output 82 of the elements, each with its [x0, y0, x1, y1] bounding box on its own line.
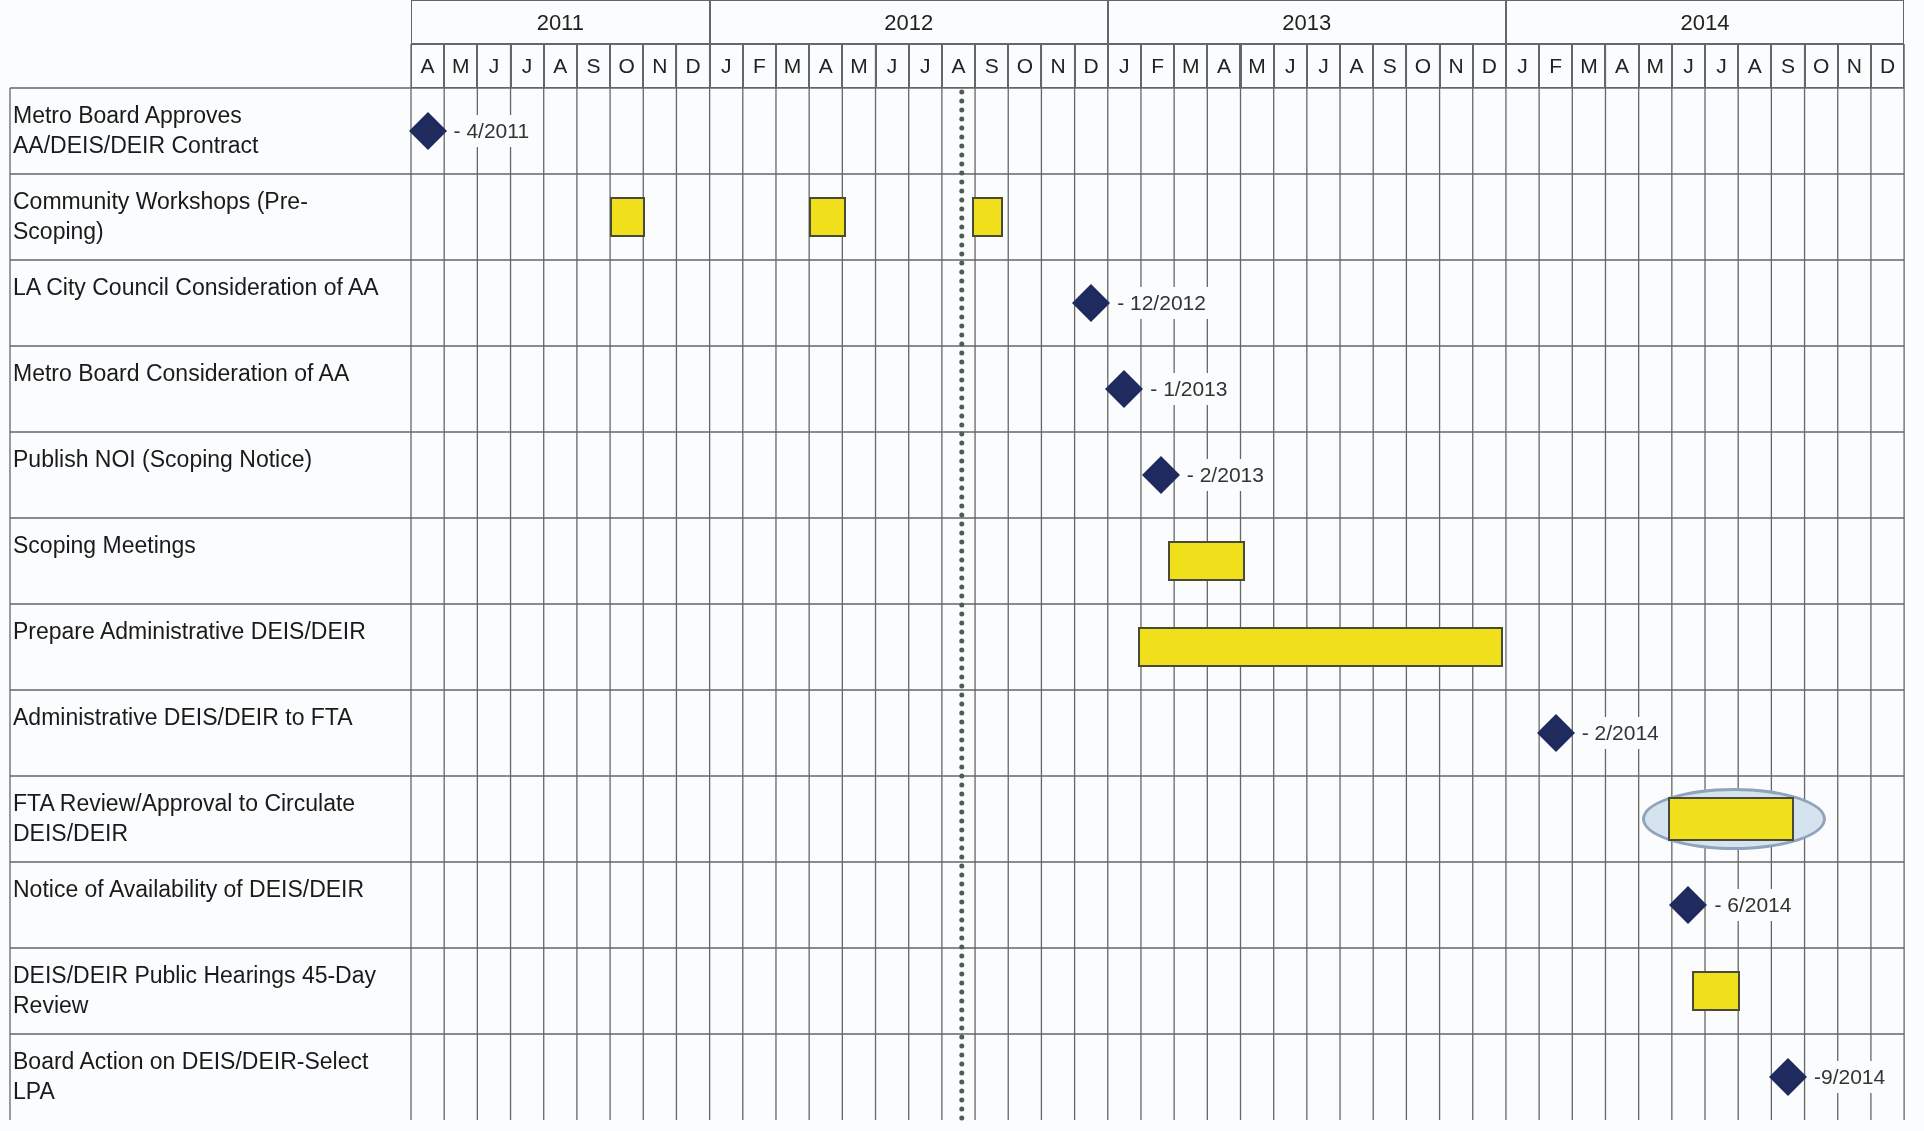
task-bar — [971, 197, 1004, 237]
month-header: J — [510, 44, 544, 88]
month-header: O — [1804, 44, 1838, 88]
month-header: S — [1373, 44, 1407, 88]
month-header: D — [676, 44, 710, 88]
milestone-date: - 2/2014 — [1579, 717, 1661, 749]
month-header: M — [1240, 44, 1274, 88]
month-header: M — [1174, 44, 1208, 88]
task-bar — [1167, 541, 1246, 581]
milestone-date: -9/2014 — [1811, 1061, 1888, 1093]
month-header: J — [1505, 44, 1540, 88]
task-bar — [1691, 971, 1740, 1011]
month-header: O — [610, 44, 644, 88]
milestone-diamond — [1767, 1057, 1808, 1097]
task-name: Metro Board Consideration of AA — [12, 359, 351, 388]
month-header: S — [975, 44, 1009, 88]
month-header: J — [875, 44, 909, 88]
milestone-date: - 1/2013 — [1148, 373, 1230, 405]
milestone-diamond — [407, 111, 448, 151]
milestone-date: - 2/2013 — [1184, 459, 1266, 491]
month-header: A — [411, 44, 445, 88]
year-header: 2011 — [411, 0, 710, 44]
month-header: N — [643, 44, 677, 88]
month-header: M — [842, 44, 876, 88]
task-name: Publish NOI (Scoping Notice) — [12, 445, 314, 474]
month-header: A — [543, 44, 577, 88]
milestone-diamond — [1071, 283, 1112, 323]
month-header: M — [1572, 44, 1606, 88]
month-header: M — [775, 44, 810, 88]
task-name: DEIS/DEIR Public Hearings 45-Day Review — [12, 961, 378, 1020]
month-header: S — [1771, 44, 1805, 88]
milestone-diamond — [1140, 455, 1181, 495]
month-header: J — [908, 44, 942, 88]
task-name: Prepare Administrative DEIS/DEIR — [12, 617, 367, 646]
month-header: N — [1041, 44, 1075, 88]
task-name: LA City Council Consideration of AA — [12, 273, 380, 302]
task-name: Notice of Availability of DEIS/DEIR — [12, 875, 366, 904]
month-header: J — [1273, 44, 1307, 88]
milestone-date: - 6/2014 — [1712, 889, 1794, 921]
task-name: Board Action on DEIS/DEIR-Select LPA — [12, 1047, 370, 1106]
month-header: D — [1870, 44, 1905, 88]
year-header: 2012 — [709, 0, 1108, 44]
month-header: N — [1837, 44, 1871, 88]
month-header: A — [1207, 44, 1241, 88]
task-bar — [1667, 797, 1794, 841]
month-header: J — [1671, 44, 1705, 88]
milestone-date: - 12/2012 — [1115, 287, 1208, 319]
month-header: F — [1140, 44, 1175, 88]
month-header: D — [1074, 44, 1108, 88]
month-header: O — [1008, 44, 1042, 88]
task-name: Community Workshops (Pre-Scoping) — [12, 187, 309, 246]
month-header: A — [1738, 44, 1772, 88]
task-bar — [809, 197, 846, 237]
month-header: J — [477, 44, 511, 88]
milestone-diamond — [1104, 369, 1145, 409]
month-header: A — [941, 44, 976, 88]
month-header: A — [1340, 44, 1374, 88]
task-name: FTA Review/Approval to Circulate DEIS/DEIR — [12, 789, 357, 848]
task-name: Administrative DEIS/DEIR to FTA — [12, 703, 354, 732]
task-bar — [1137, 627, 1503, 667]
month-header: J — [1306, 44, 1341, 88]
month-header: A — [809, 44, 843, 88]
month-header: M — [1638, 44, 1672, 88]
month-header: M — [444, 44, 478, 88]
year-header: 2013 — [1107, 0, 1506, 44]
milestone-date: - 4/2011 — [451, 115, 532, 147]
month-header: J — [709, 44, 743, 88]
month-header: J — [1705, 44, 1739, 88]
milestone-diamond — [1668, 885, 1709, 925]
month-header: F — [742, 44, 776, 88]
month-header: A — [1605, 44, 1639, 88]
task-name: Metro Board Approves AA/DEIS/DEIR Contract — [12, 101, 260, 160]
month-header: O — [1406, 44, 1440, 88]
milestone-diamond — [1535, 713, 1576, 753]
month-header: S — [576, 44, 611, 88]
month-header: J — [1107, 44, 1141, 88]
month-header: F — [1539, 44, 1573, 88]
task-bar — [610, 197, 645, 237]
task-name: Scoping Meetings — [12, 531, 197, 560]
month-header: D — [1472, 44, 1506, 88]
year-header: 2014 — [1505, 0, 1905, 44]
month-header: N — [1439, 44, 1473, 88]
